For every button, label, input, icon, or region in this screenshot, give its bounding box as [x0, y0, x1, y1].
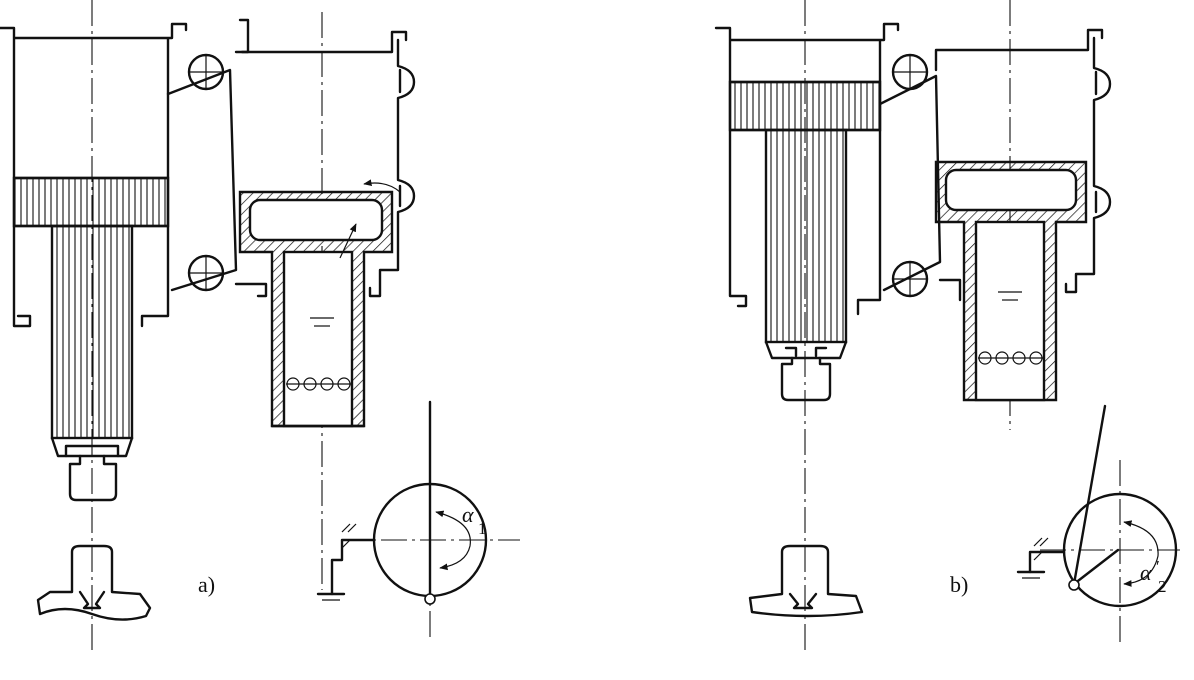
rotation-arrow-a	[435, 510, 471, 571]
spindle-tip-b	[764, 340, 848, 360]
lever-arm-b	[878, 74, 942, 292]
piston-chamber-b	[944, 168, 1078, 212]
spindle-shaft-b	[764, 128, 848, 344]
spindle-groove-a	[64, 444, 120, 458]
angle-sub-a: 1	[478, 519, 487, 538]
rotation-arrow-b	[1123, 520, 1159, 587]
spindle-tip-a	[50, 436, 134, 458]
tool-holder-b	[780, 356, 832, 402]
ball-chain-b	[978, 351, 1043, 365]
cam-follower-b	[1068, 579, 1080, 591]
right-housing-b	[938, 36, 1112, 302]
cam-follower-a	[424, 593, 436, 605]
spindle-band-a	[12, 176, 170, 228]
lever-arm-a	[166, 68, 238, 292]
spindle-shaft-a	[50, 224, 134, 440]
flow-arrow-upper-a	[363, 179, 401, 193]
ground-link-b	[1028, 550, 1066, 574]
panel-label-b: b)	[950, 572, 968, 597]
spindle-housing-b	[714, 22, 900, 316]
angle-sub-b: 2	[1158, 577, 1167, 596]
ground-link-a	[330, 538, 376, 596]
flow-arrow-lower-a	[339, 223, 357, 259]
cylinder-bore-b	[974, 220, 1046, 402]
cam-disc-b	[1062, 492, 1178, 608]
cam-crank-b	[1072, 548, 1120, 586]
spindle-housing-a	[0, 22, 188, 328]
right-housing-a	[240, 30, 416, 298]
cylinder-bore-a	[282, 250, 354, 428]
cam-rod-b	[1072, 404, 1107, 586]
workpiece-a	[36, 544, 152, 621]
panel-label-a: a)	[198, 572, 215, 597]
tool-holder-a	[68, 454, 118, 502]
panel-a: α 1 a)	[0, 0, 520, 650]
ball-chain-a	[286, 377, 351, 391]
spindle-band-b	[728, 80, 882, 132]
angle-sup-b: ′	[1156, 557, 1160, 576]
angle-label-a: α	[462, 502, 474, 527]
piston-chamber-a	[248, 198, 384, 242]
workpiece-b	[748, 544, 864, 618]
panel-b: α ′ 2 b)	[714, 0, 1180, 650]
angle-label-b: α	[1140, 560, 1152, 585]
